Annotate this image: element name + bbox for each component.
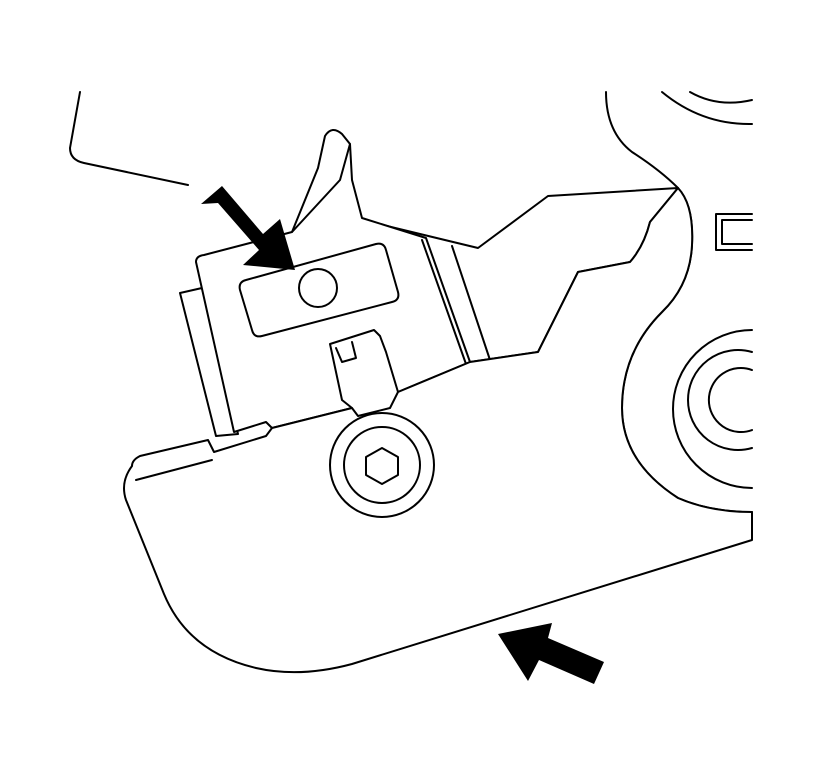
housing-lip — [135, 459, 213, 481]
callout-arrow-lower — [498, 623, 604, 684]
bracket-flange-line-2 — [451, 245, 493, 367]
slot-pin — [298, 268, 338, 308]
bracket-tab-edge — [291, 143, 351, 233]
back-plate — [179, 287, 239, 437]
hex-socket-screw — [329, 412, 435, 518]
right-boss-outer — [672, 329, 753, 489]
hex-socket — [365, 447, 399, 485]
right-boss-hole — [707, 367, 753, 433]
lower-housing — [123, 187, 753, 674]
right-boss-inner — [687, 349, 753, 451]
bracket-flange-line-1 — [421, 239, 467, 365]
callout-arrow-upper — [201, 186, 295, 270]
upper-housing-edge — [69, 91, 189, 186]
square-marker — [715, 213, 753, 251]
bracket-notch — [335, 341, 357, 363]
